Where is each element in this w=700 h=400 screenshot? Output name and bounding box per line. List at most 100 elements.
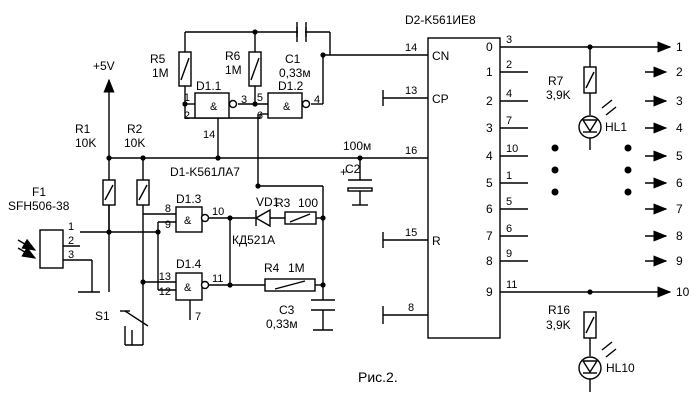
svg-text:R7: R7 [548,74,564,88]
svg-text:8: 8 [165,203,171,215]
counter-output-number: 8 [486,254,493,268]
resistor-r3: R3 100 [275,196,318,225]
svg-text:9: 9 [165,219,171,231]
counter-output-pin: 10 [506,143,518,155]
svg-text:100м: 100м [343,139,371,153]
svg-text:HL1: HL1 [605,120,627,134]
svg-text:2: 2 [68,235,74,247]
d1-pin-7-label: 7 [195,311,201,323]
svg-text:D2-K561ИЕ8: D2-K561ИЕ8 [405,13,476,27]
counter-output-number: 0 [486,40,493,54]
svg-text:S1: S1 [95,309,110,323]
svg-text:F1: F1 [32,185,46,199]
resistor-r1: R1 10K [75,122,116,206]
junction-dots [106,29,593,295]
svg-text:1M: 1M [152,66,169,80]
gate-d1-3: & D1.3 8 9 10 [165,192,224,233]
svg-text:3: 3 [68,249,74,261]
counter-output-pin: 1 [506,170,512,182]
svg-text:R4: R4 [264,261,280,275]
counter-output-label: 9 [676,254,683,268]
counter-output-pin: 7 [506,115,512,127]
counter-output-pin: 4 [506,88,512,100]
svg-text:15: 15 [405,227,417,239]
svg-text:КД521А: КД521А [232,233,275,247]
led-hl1: HL1 [578,47,627,150]
capacitor-c1: C1 0,33м [279,22,311,80]
counter-output-number: 2 [486,94,493,108]
svg-text:C2: C2 [345,162,361,176]
resistor-r2: R2 10K [124,122,150,206]
resistor-r4: R4 1M [264,261,316,292]
counter-output-label: 7 [676,202,683,216]
svg-text:R: R [432,234,441,248]
svg-text:100: 100 [298,196,318,210]
counter-output-number: 3 [486,121,493,135]
ground-bars [352,90,384,324]
counter-output-number: 7 [486,229,493,243]
ir-sensor-f1: F1 SFH506-38 1 2 3 [8,185,74,269]
capacitor-c2: C2 100м + [340,139,373,192]
svg-text:14: 14 [405,42,417,54]
svg-text:D1.3: D1.3 [176,192,202,206]
svg-text:3: 3 [241,94,247,106]
svg-text:3,9K: 3,9K [546,88,571,102]
svg-text:0,33м: 0,33м [266,317,298,331]
diode-vd1: VD1 КД521А [232,195,285,247]
svg-text:6: 6 [257,110,263,122]
svg-text:10K: 10K [124,136,145,150]
counter-output-label: 3 [676,94,683,108]
svg-text:4: 4 [314,94,320,106]
counter-output-number: 1 [486,65,493,79]
counter-output-pin: 6 [506,223,512,235]
svg-text:CP: CP [432,92,449,106]
ellipsis-dots [551,144,632,196]
svg-text:1: 1 [184,92,190,104]
svg-text:1M: 1M [225,63,242,77]
resistor-r7: R7 3,9K [546,66,597,102]
counter-output-pin: 11 [506,279,517,291]
counter-output-label: 10 [676,285,690,299]
counter-output-label: 2 [676,65,683,79]
capacitor-c3: C3 0,33м [266,299,335,331]
svg-text:R1: R1 [75,122,91,136]
counter-output-number: 5 [486,176,493,190]
svg-text:&: & [184,215,192,227]
svg-text:5: 5 [257,92,263,104]
figure-caption: Рис.2. [358,369,398,385]
counter-output-label: 4 [676,121,683,135]
svg-text:R6: R6 [225,49,241,63]
svg-text:HL10: HL10 [606,361,635,375]
svg-text:10K: 10K [75,136,96,150]
svg-text:13: 13 [405,85,417,97]
svg-text:&: & [283,101,291,113]
svg-text:&: & [184,282,192,294]
svg-text:R5: R5 [150,52,166,66]
svg-text:D1.4: D1.4 [176,257,202,271]
counter-output-pin: 3 [506,34,512,46]
resistor-r16: R16 3,9K [546,303,597,339]
svg-text:2: 2 [184,110,190,122]
svg-text:+: + [340,165,347,179]
counter-output-label: 8 [676,229,683,243]
counter-output-label: 1 [676,40,683,54]
d1-pin-14-label: 14 [203,129,215,141]
resistor-r5: R5 1M [150,51,192,87]
svg-text:3,9K: 3,9K [546,318,571,332]
svg-text:CN: CN [432,49,449,63]
svg-text:SFH506-38: SFH506-38 [8,199,70,213]
svg-text:12: 12 [159,286,171,298]
gate-d1-1: & D1.1 1 2 3 [184,79,247,122]
svg-text:D1.1: D1.1 [196,79,222,93]
svg-text:1: 1 [68,221,74,233]
resistor-r6: R6 1M [225,49,262,87]
svg-text:C1: C1 [285,52,301,66]
counter-output-pin: 2 [506,59,512,71]
counter-output-label: 5 [676,149,683,163]
svg-text:R3: R3 [275,196,291,210]
svg-text:10: 10 [212,206,224,218]
counter-output-pin: 9 [506,248,512,260]
